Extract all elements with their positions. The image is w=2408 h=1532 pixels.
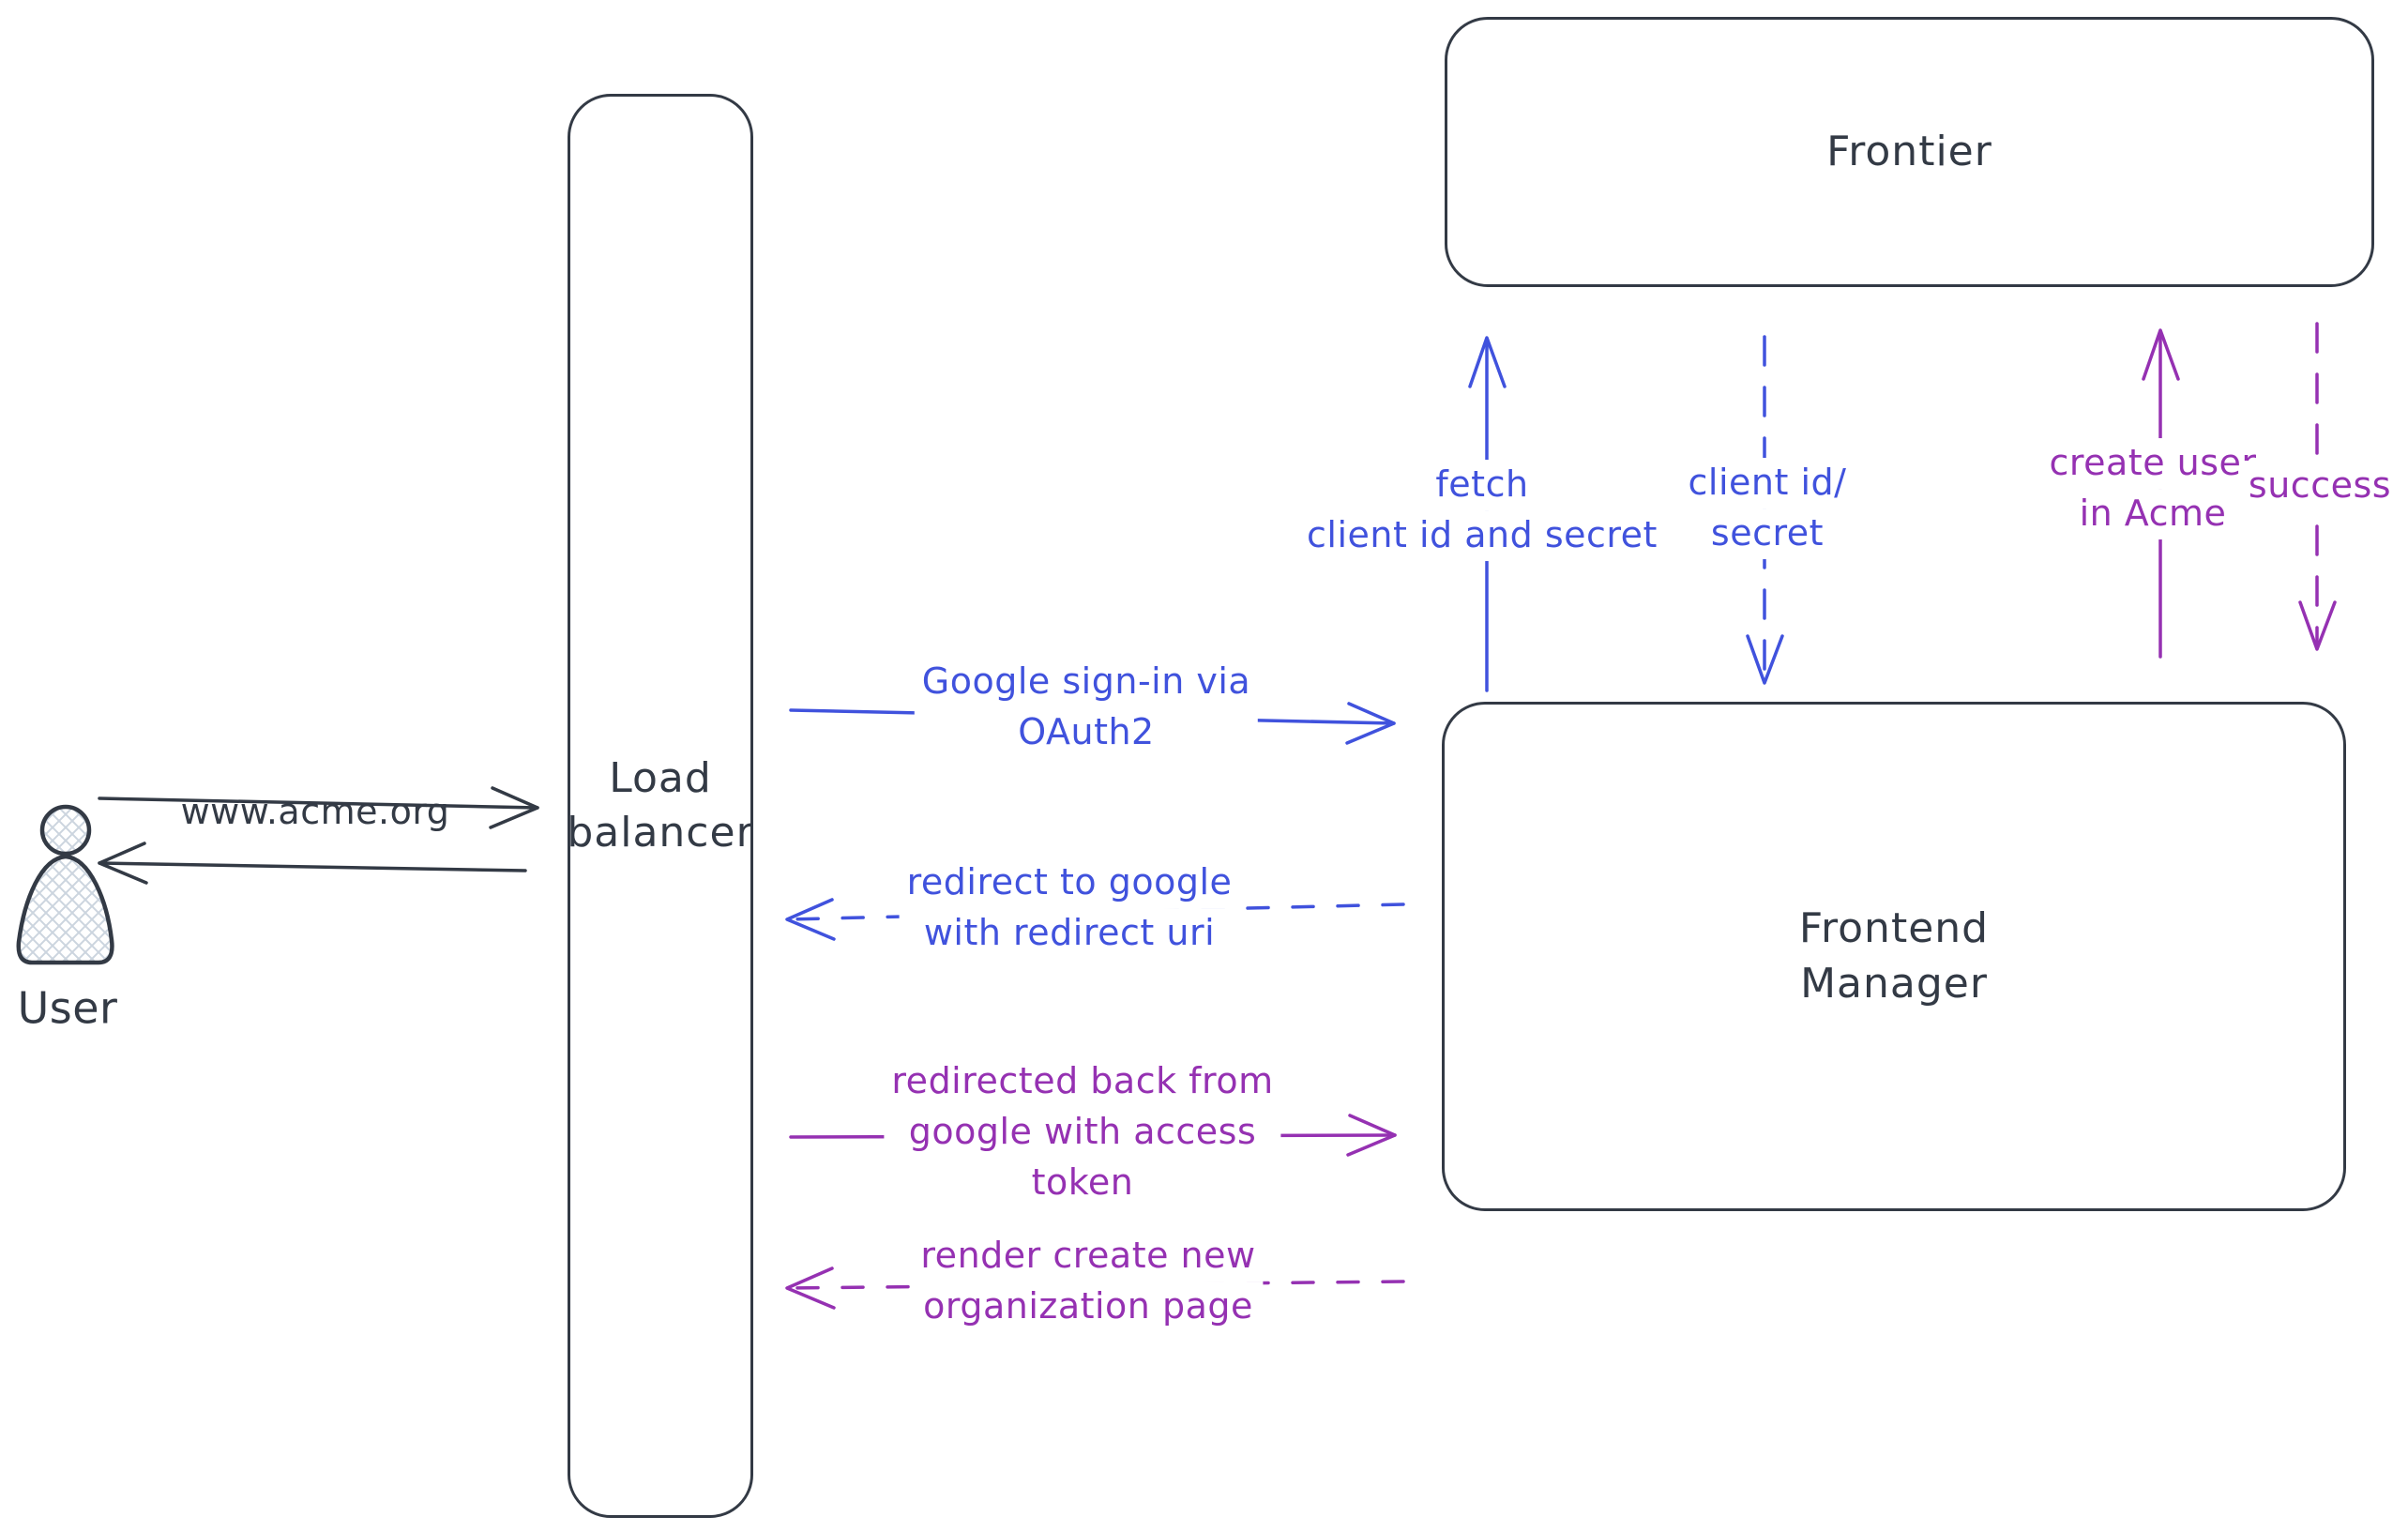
edge-label-fetch-client[interactable]: fetch client id and secret	[1299, 460, 1665, 561]
arrow-render-new-org[interactable]	[785, 1267, 1405, 1310]
user-label: User	[17, 982, 118, 1034]
frontier-label: Frontier	[1826, 127, 1992, 175]
node-frontier[interactable]: Frontier	[1445, 17, 2374, 287]
node-frontend-manager[interactable]: Frontend Manager	[1442, 702, 2346, 1211]
edge-label-create-user[interactable]: create user in Acme	[2041, 438, 2264, 539]
edge-label-success[interactable]: success	[2240, 461, 2400, 511]
edge-label-google-signin[interactable]: Google sign-in via OAuth2	[914, 657, 1259, 758]
node-load-balancer[interactable]: Load balancer	[567, 94, 754, 1518]
arrow-www-acme[interactable]	[98, 786, 539, 829]
user-figure[interactable]	[0, 788, 141, 976]
edge-label-redirected-back[interactable]: redirected back from google with access …	[884, 1056, 1281, 1208]
person-icon	[16, 804, 114, 965]
edge-label-redirect-google[interactable]: redirect to google with redirect uri	[899, 857, 1240, 959]
edge-label-www-acme[interactable]: www.acme.org	[180, 791, 450, 833]
arrow-lb-to-user[interactable]	[98, 842, 527, 885]
edge-label-client-id-secret[interactable]: client id/ secret	[1680, 458, 1855, 559]
arrow-redirect-google[interactable]	[785, 898, 1405, 941]
load-balancer-label: Load balancer	[567, 753, 754, 857]
edge-label-render-new-org[interactable]: render create new organization page	[913, 1231, 1264, 1332]
frontend-manager-label: Frontend Manager	[1798, 904, 1990, 1008]
